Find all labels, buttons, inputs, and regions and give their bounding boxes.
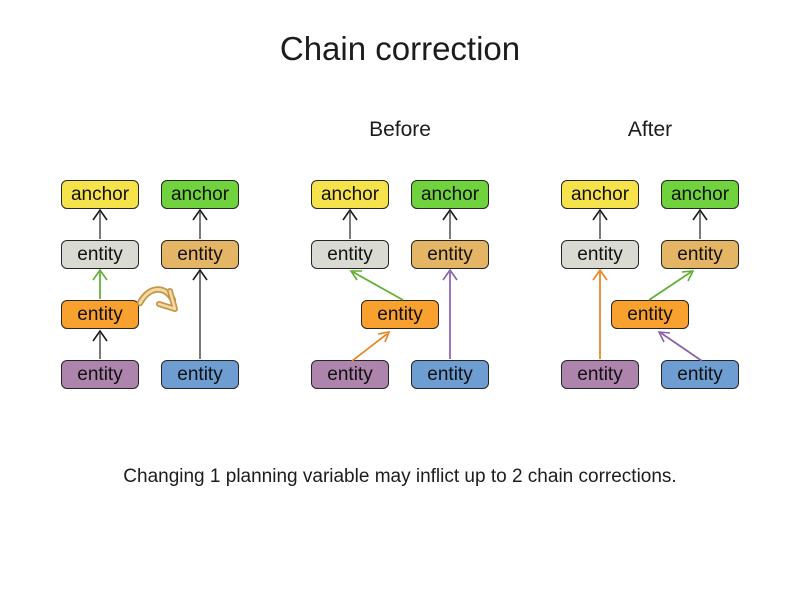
arrow-gray-to-anchor (342, 208, 358, 239)
arrow-purple-to-orange-orange (351, 330, 391, 362)
arrow-gray-to-anchor (592, 208, 608, 239)
entity-node: entity (661, 360, 739, 389)
arrow-gray-to-anchor (92, 208, 108, 239)
entity-node: entity (611, 300, 689, 329)
anchor-node: anchor (561, 180, 639, 209)
entity-node: entity (61, 360, 139, 389)
anchor-node: anchor (661, 180, 739, 209)
anchor-node: anchor (161, 180, 239, 209)
entity-node: entity (161, 240, 239, 269)
entity-node: entity (161, 360, 239, 389)
entity-node: entity (661, 240, 739, 269)
arrow-purple-to-orange-gray (92, 329, 108, 359)
arrow-tan-to-anchor (442, 208, 458, 239)
arrow-orange-to-gray-green (92, 268, 108, 299)
move-arrow-icon (136, 286, 178, 312)
arrow-blue-to-orange-purple (657, 331, 703, 362)
entity-node: entity (311, 240, 389, 269)
entity-node: entity (561, 360, 639, 389)
entity-node: entity (411, 360, 489, 389)
arrow-purple-to-gray-orange (592, 268, 608, 359)
arrow-tan-to-anchor (692, 208, 708, 239)
anchor-node: anchor (411, 180, 489, 209)
anchor-node: anchor (61, 180, 139, 209)
entity-node: entity (311, 360, 389, 389)
entity-node: entity (411, 240, 489, 269)
entity-node: entity (61, 300, 139, 329)
entity-node: entity (61, 240, 139, 269)
arrow-tan-to-anchor (192, 208, 208, 239)
anchor-node: anchor (311, 180, 389, 209)
entity-node: entity (561, 240, 639, 269)
entity-node: entity (361, 300, 439, 329)
group-label-before: Before (369, 118, 431, 141)
arrow-blue-to-tan-purple (442, 268, 458, 359)
arrow-orange-to-tan-green (648, 270, 695, 301)
group-label-after: After (627, 118, 673, 141)
arrow-orange-to-gray-green (349, 270, 404, 301)
arrow-blue-to-tan-gray (192, 268, 208, 359)
page-title: Chain correction (279, 30, 521, 67)
caption-text: Changing 1 planning variable may inflict… (123, 466, 677, 487)
